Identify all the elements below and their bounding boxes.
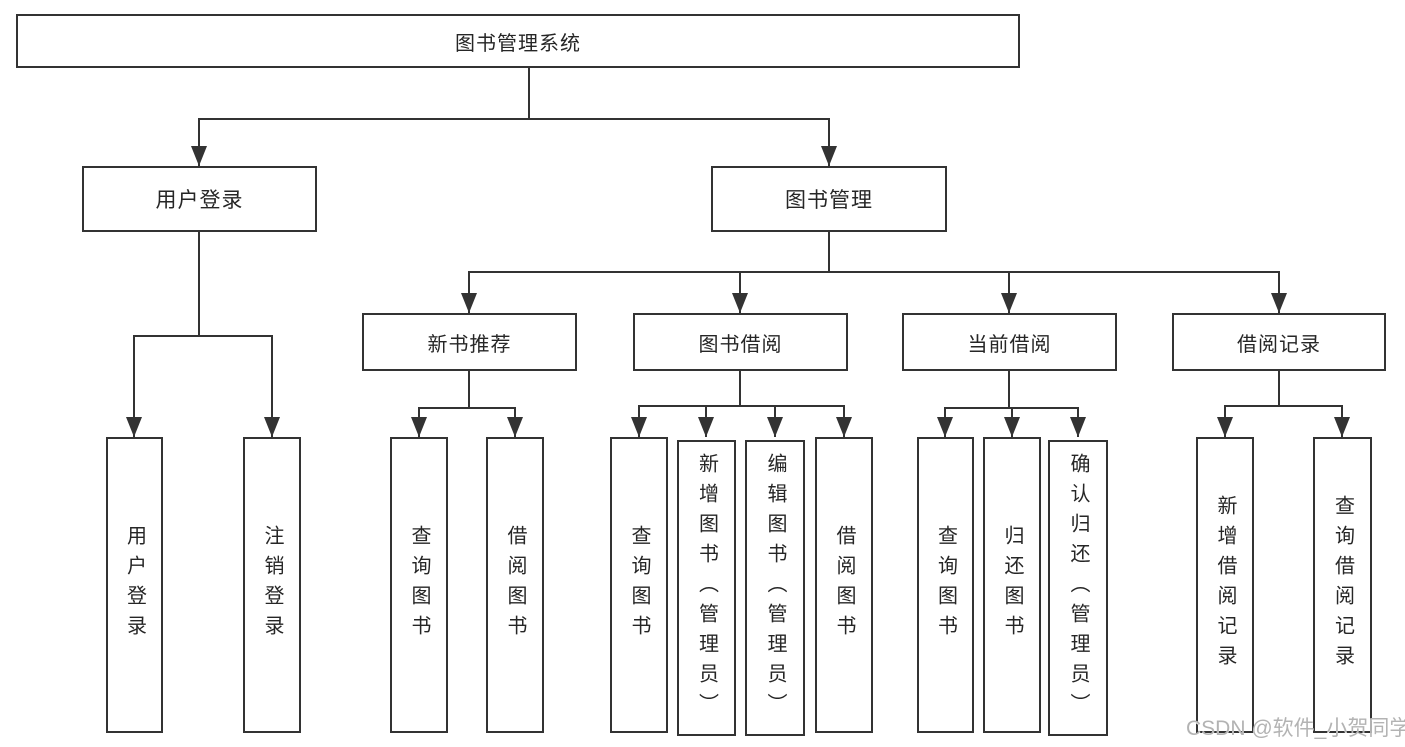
connector-arrow-bb-query [631,405,647,437]
connector-arrow-leaf-login [126,335,142,437]
leaf-logout-label: 注销登录 [261,525,283,645]
leaf-cb-confirm-return: 确认归还（管理员） [1048,440,1108,736]
leaf-cb-return-books: 归还图书 [983,437,1041,733]
node-book-management: 图书管理 [711,166,947,232]
leaf-bb-query-books: 查询图书 [610,437,668,733]
node-book-borrowing: 图书借阅 [633,313,848,371]
leaf-bb-edit-books-label: 编辑图书（管理员） [764,453,786,723]
connector-arrow-bb-borrow [836,405,852,437]
leaf-nb-borrow-books-label: 借阅图书 [504,525,526,645]
node-borrowing-records: 借阅记录 [1172,313,1386,371]
leaf-cb-query-books: 查询图书 [917,437,974,733]
leaf-bb-query-books-label: 查询图书 [628,525,650,645]
connector-root-stub [528,68,530,118]
leaf-nb-borrow-books: 借阅图书 [486,437,544,733]
node-new-book-recommendation: 新书推荐 [362,313,577,371]
connector-new-books-stub [468,371,470,407]
leaf-bb-add-books-label: 新增图书（管理员） [695,453,718,723]
connector-arrow-current-borrow [1001,271,1017,313]
connector-user-login-stub [198,232,200,335]
connector-borrow-records-stub [1278,371,1280,405]
leaf-cb-query-books-label: 查询图书 [934,525,957,645]
leaf-nb-query-books-label: 查询图书 [408,525,430,645]
connector-book-borrow-stub [739,371,741,405]
connector-book-borrow-rail [638,405,844,407]
leaf-bb-borrow-books-label: 借阅图书 [833,525,855,645]
connector-new-books-rail [418,407,516,409]
leaf-cb-confirm-return-label: 确认归还（管理员） [1067,453,1089,723]
leaf-user-login-label: 用户登录 [123,525,146,645]
leaf-bb-borrow-books: 借阅图书 [815,437,873,733]
leaf-user-login: 用户登录 [106,437,163,733]
connector-arrow-br-query [1334,405,1350,437]
connector-level1-rail [198,118,830,120]
connector-arrow-cb-query [937,407,953,437]
leaf-br-add-record: 新增借阅记录 [1196,437,1254,733]
connector-arrow-bb-add [698,405,714,437]
connector-level3-rail [468,271,1280,273]
leaf-cb-return-books-label: 归还图书 [1001,525,1023,645]
connector-arrow-user-login [191,118,207,166]
connector-current-borrow-stub [1008,371,1010,407]
connector-arrow-leaf-logout [264,335,280,437]
connector-arrow-bb-edit [767,405,783,437]
leaf-bb-edit-books: 编辑图书（管理员） [745,440,805,736]
node-library-management-system: 图书管理系统 [16,14,1020,68]
node-current-borrowing: 当前借阅 [902,313,1117,371]
connector-arrow-new-books [461,271,477,313]
connector-arrow-nb-borrow [507,407,523,437]
connector-arrow-br-add [1217,405,1233,437]
leaf-br-add-record-label: 新增借阅记录 [1214,495,1236,675]
connector-borrow-records-rail [1224,405,1342,407]
connector-arrow-cb-return [1004,407,1020,437]
connector-book-management-stub [828,232,830,271]
csdn-watermark: CSDN @软件_小贺同学 [1186,717,1405,740]
connector-arrow-nb-query [411,407,427,437]
connector-arrow-borrow-records [1271,271,1287,313]
connector-arrow-book-management [821,118,837,166]
leaf-br-query-record-label: 查询借阅记录 [1331,495,1354,675]
leaf-logout: 注销登录 [243,437,301,733]
connector-arrow-cb-confirm [1070,407,1086,437]
node-user-login: 用户登录 [82,166,317,232]
leaf-br-query-record: 查询借阅记录 [1313,437,1372,733]
connector-arrow-book-borrow [732,271,748,313]
connector-user-login-rail [134,335,273,337]
leaf-nb-query-books: 查询图书 [390,437,448,733]
leaf-bb-add-books: 新增图书（管理员） [677,440,736,736]
